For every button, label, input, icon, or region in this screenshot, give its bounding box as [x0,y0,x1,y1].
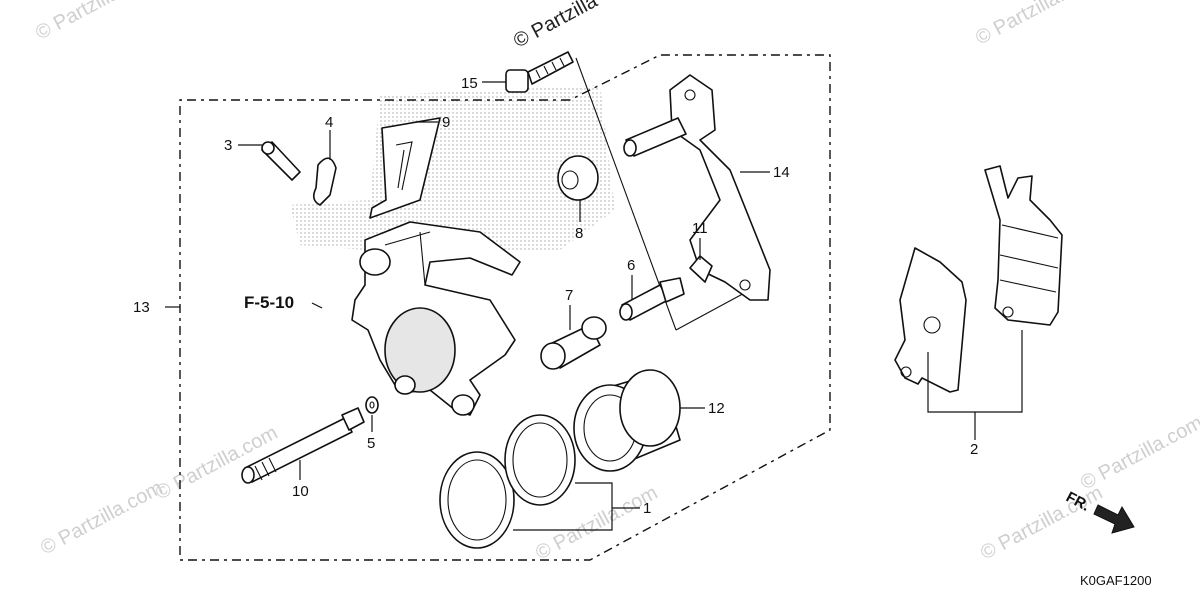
pin-6[interactable] [619,277,685,321]
callout-13: 13 [133,299,150,316]
leader-lines [165,81,1023,531]
callout-3: 3 [224,137,232,154]
callout-6: 6 [627,257,635,274]
callout-7: 7 [565,287,573,304]
bracket-link-line [675,289,751,331]
bleeder-screw-3[interactable] [261,141,301,181]
watermark: © Partzilla.com [37,477,166,560]
callout-9: 9 [442,114,450,131]
bolt-15[interactable] [505,51,574,93]
piston-seals-1[interactable] [439,414,576,549]
boot-7[interactable] [540,316,607,370]
callout-5: 5 [367,435,375,452]
callout-15: 15 [461,75,478,92]
bracket-14[interactable] [623,74,771,301]
pad-spring-9[interactable] [369,117,441,219]
callout-1: 1 [643,500,651,517]
watermark: © Partzilla.com [972,0,1101,49]
diagram-code: K0GAF1200 [1080,573,1152,588]
assembly-outline [179,54,831,561]
watermark: © Partzilla.com [32,0,161,44]
brake-pads-2[interactable] [894,165,1063,393]
callout-11: 11 [692,220,708,237]
callout-14: 14 [773,164,790,181]
watermark-top: © Partzilla [510,0,602,52]
callout-10: 10 [292,483,309,500]
forward-direction-arrow [1093,504,1135,534]
piston-12[interactable] [573,369,681,472]
pin-10[interactable] [241,407,365,484]
bleeder-cap-4[interactable] [312,157,337,206]
watermark: © Partzilla.com [1077,412,1200,495]
boot-8[interactable] [557,155,599,201]
boot-11[interactable] [689,255,713,283]
caliper-body-13[interactable] [351,221,521,416]
callout-2: 2 [970,441,978,458]
callout-4: 4 [325,114,333,131]
washer-5[interactable] [365,396,379,414]
reference-label: F-5-10 [244,293,294,312]
callout-8: 8 [575,225,583,242]
callout-labels: 15 3 4 9 8 11 6 7 14 13 5 10 12 1 2 F-5-… [133,75,1152,588]
callout-12: 12 [708,400,725,417]
